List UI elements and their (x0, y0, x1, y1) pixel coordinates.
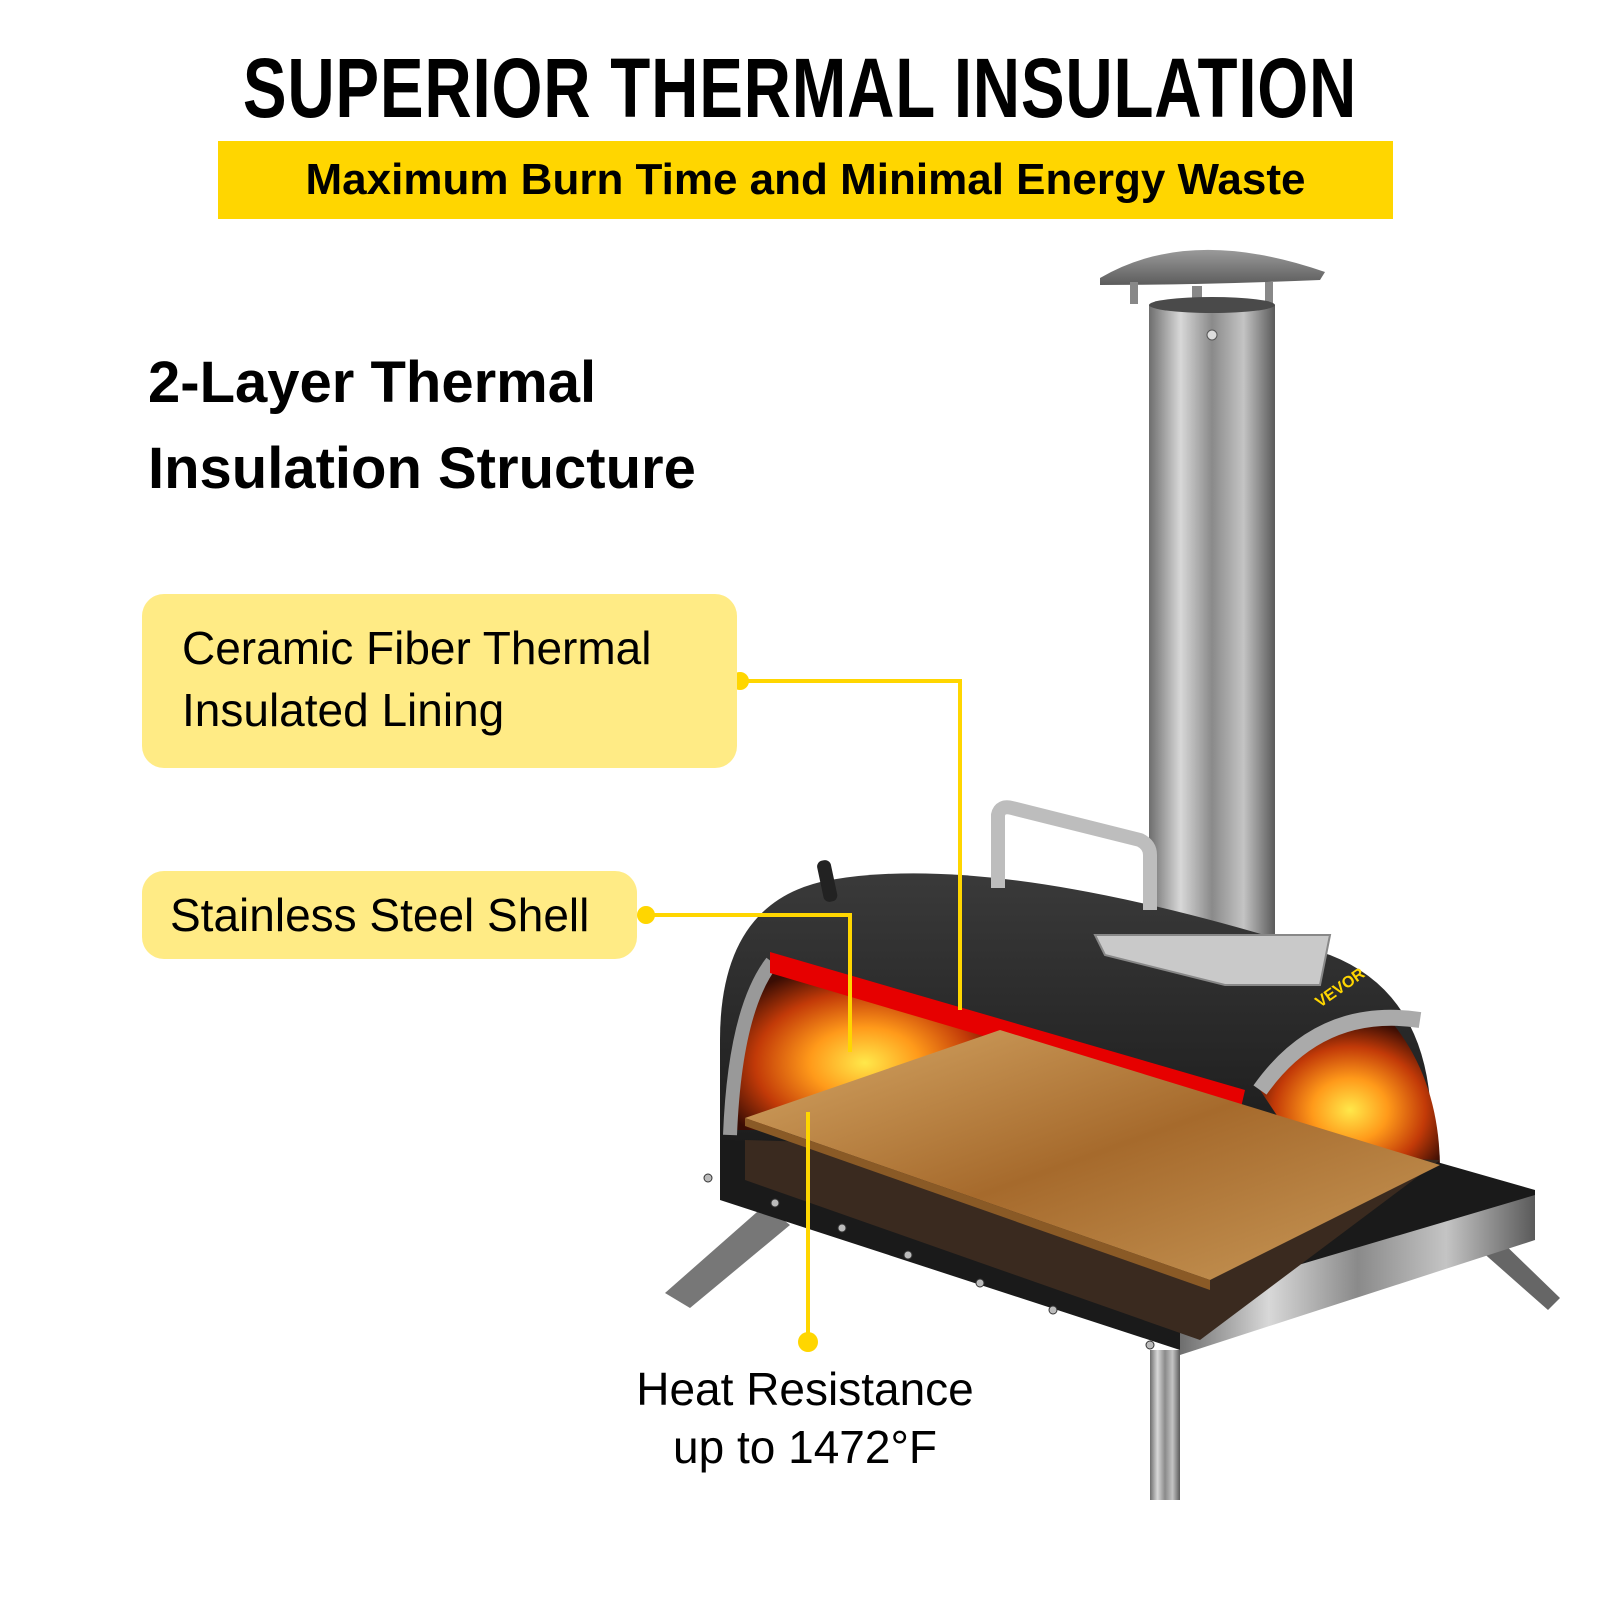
oven-handle (991, 800, 1157, 910)
tagline-banner: Maximum Burn Time and Minimal Energy Was… (218, 141, 1393, 219)
callout-ceramic-lining: Ceramic Fiber Thermal Insulated Lining (142, 594, 737, 768)
section-heading-line2: Insulation Structure (148, 436, 696, 501)
callout-ceramic-lining-line2: Insulated Lining (182, 684, 505, 736)
callout-steel-shell-text: Stainless Steel Shell (170, 889, 590, 941)
heat-resistance-line1: Heat Resistance (636, 1363, 974, 1415)
chimney (1100, 249, 1325, 935)
callout-steel-shell: Stainless Steel Shell (142, 871, 637, 959)
callout-dot-shell (637, 906, 655, 924)
section-heading-line1: 2-Layer Thermal (148, 350, 597, 415)
fire-left (734, 962, 995, 1130)
tagline-text: Maximum Burn Time and Minimal Energy Was… (305, 155, 1306, 204)
callout-dot-stone (798, 1332, 818, 1352)
pizza-stone (745, 1030, 1440, 1280)
callout-connectors (646, 679, 962, 1342)
heat-resistance-note: Heat Resistance up to 1472°F (590, 1360, 1020, 1476)
callout-ceramic-lining-line1: Ceramic Fiber Thermal (182, 622, 652, 674)
section-heading: 2-Layer Thermal Insulation Structure (148, 340, 696, 512)
heat-resistance-line2: up to 1472°F (673, 1421, 937, 1473)
oven-legs (665, 1205, 1560, 1500)
page-title: SUPERIOR THERMAL INSULATION (242, 41, 1358, 135)
